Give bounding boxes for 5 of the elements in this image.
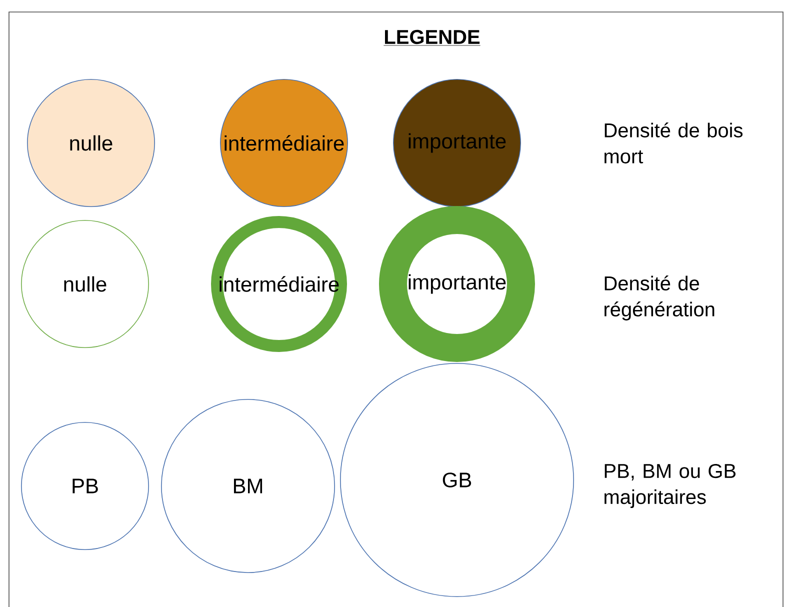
description-text: Densité de régénération — [604, 276, 714, 320]
description-text: PB, BM ou GB majoritaires — [604, 464, 736, 508]
description-text: Densité de bois mort — [604, 122, 743, 164]
legend-ring: importante — [379, 206, 535, 362]
title: LEGENDE — [383, 30, 481, 46]
